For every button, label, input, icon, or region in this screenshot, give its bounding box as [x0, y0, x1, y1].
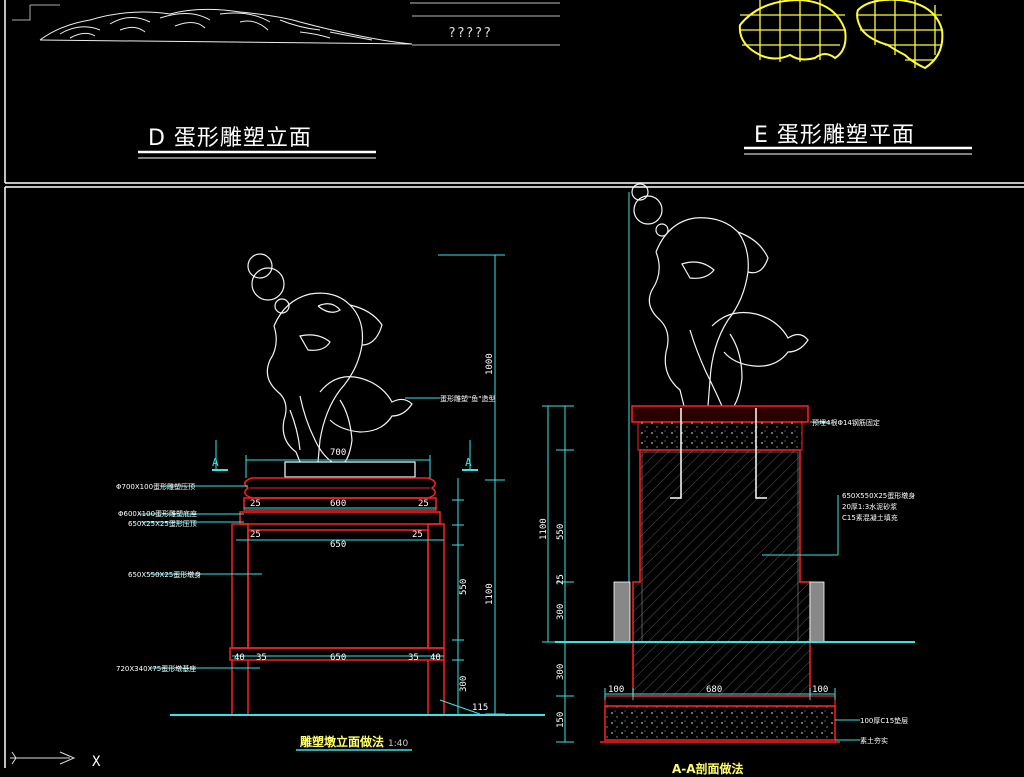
elev-label-1: Φ600X100蛋形雕塑底座 [118, 509, 197, 518]
e-panel-title: E 蛋形雕塑平面 [754, 123, 915, 148]
sec-dim-bot-1: 680 [706, 685, 722, 695]
section-mark-a-left: A [212, 456, 219, 469]
ucs-x-label: X [92, 754, 101, 768]
dim-mid-1: 650 [330, 540, 346, 550]
d-title-underline [138, 150, 376, 159]
section-top-pattern [637, 421, 803, 451]
section-caption: A-A剖面做法 [672, 762, 744, 776]
vdim-1: 1100 [485, 583, 495, 605]
sec-vdim-1: 550 [556, 524, 566, 540]
dim-bot-3: 35 [408, 653, 419, 663]
elev-label-4: 720X340X75蛋形墩基座 [116, 664, 196, 673]
sec-label-5: 素土夯实 [860, 736, 888, 745]
section-mark-left [212, 440, 228, 471]
section-top-slab [631, 405, 809, 423]
fish-sculpture-elevation [247, 253, 413, 463]
elevation-caption-text: 雕塑墩立面做法 [300, 735, 385, 749]
sec-vdim-0: 1100 [539, 518, 549, 540]
fish-sculpture-section [631, 183, 809, 407]
ucs-icon [10, 751, 76, 765]
dim-mid-0: 25 [250, 530, 261, 540]
sec-label-1: 650X550X25蛋形墩身 [842, 491, 915, 500]
elevation-caption-scale: 1:40 [388, 739, 409, 749]
vdim-0: 1000 [485, 353, 495, 375]
egg-sculpture-elevation-sketch [12, 2, 560, 46]
bottom-panel-frame [4, 186, 1024, 768]
dim-bot-0: 40 [234, 653, 245, 663]
sec-vdim-3: 300 [556, 604, 566, 620]
sec-label-0: 预埋4根Φ14钢筋固定 [812, 418, 880, 427]
sec-vdim-2: 25 [556, 574, 566, 585]
section-side-block-right [809, 581, 825, 643]
section-mark-right [462, 440, 478, 471]
egg-sculpture-plan-left [738, 0, 847, 62]
e-title-underline [744, 146, 972, 155]
sec-vdim-4: 300 [556, 664, 566, 680]
dim-bot-4: 40 [430, 653, 441, 663]
sculpture-plinth [284, 461, 416, 478]
elev-label-3: 650X550X25蛋形墩身 [128, 570, 201, 579]
section-foundation-cap [604, 695, 836, 707]
elev-label-2: 650X25X25蛋形压顶 [128, 519, 197, 528]
dim-top-0: 25 [250, 499, 261, 509]
dim-top-1: 600 [330, 499, 346, 509]
d-panel-note: ????? [448, 26, 493, 41]
vdim-2: 550 [459, 579, 469, 595]
dim-bot-1: 35 [256, 653, 267, 663]
section-foundation-gravel [604, 705, 836, 741]
vdim-3: 300 [459, 676, 469, 692]
sec-label-2: 20厚1:3水泥砂浆 [842, 502, 897, 511]
dim-top-2: 25 [418, 499, 429, 509]
sec-dim-bot-0: 100 [608, 685, 624, 695]
section-rebars [670, 408, 767, 499]
elev-right-label: 蛋形雕塑"鱼"造型 [440, 394, 495, 403]
section-mark-a-right: A [465, 456, 472, 469]
dim-mid-2: 25 [412, 530, 423, 540]
sec-vdim-5: 150 [556, 712, 566, 728]
section-dimensions [542, 405, 860, 743]
sec-label-4: 100厚C15垫层 [860, 716, 908, 725]
d-panel-title: D 蛋形雕塑立面 [148, 126, 312, 151]
egg-sculpture-plan-right [856, 0, 944, 70]
elev-label-0: Φ700X100蛋形雕塑压顶 [116, 482, 195, 491]
vdim-4: 115 [472, 703, 488, 713]
sec-label-3: C15素混凝土填充 [842, 513, 898, 522]
section-side-block-left [613, 581, 631, 643]
section-body [632, 449, 811, 643]
top-panel-frame [4, 0, 1024, 184]
pedestal-elevation [229, 477, 445, 714]
sec-dim-bot-2: 100 [812, 685, 828, 695]
dim-base-width: 700 [330, 448, 346, 458]
elevation-dimensions [138, 254, 505, 715]
dim-bot-2: 650 [330, 653, 346, 663]
